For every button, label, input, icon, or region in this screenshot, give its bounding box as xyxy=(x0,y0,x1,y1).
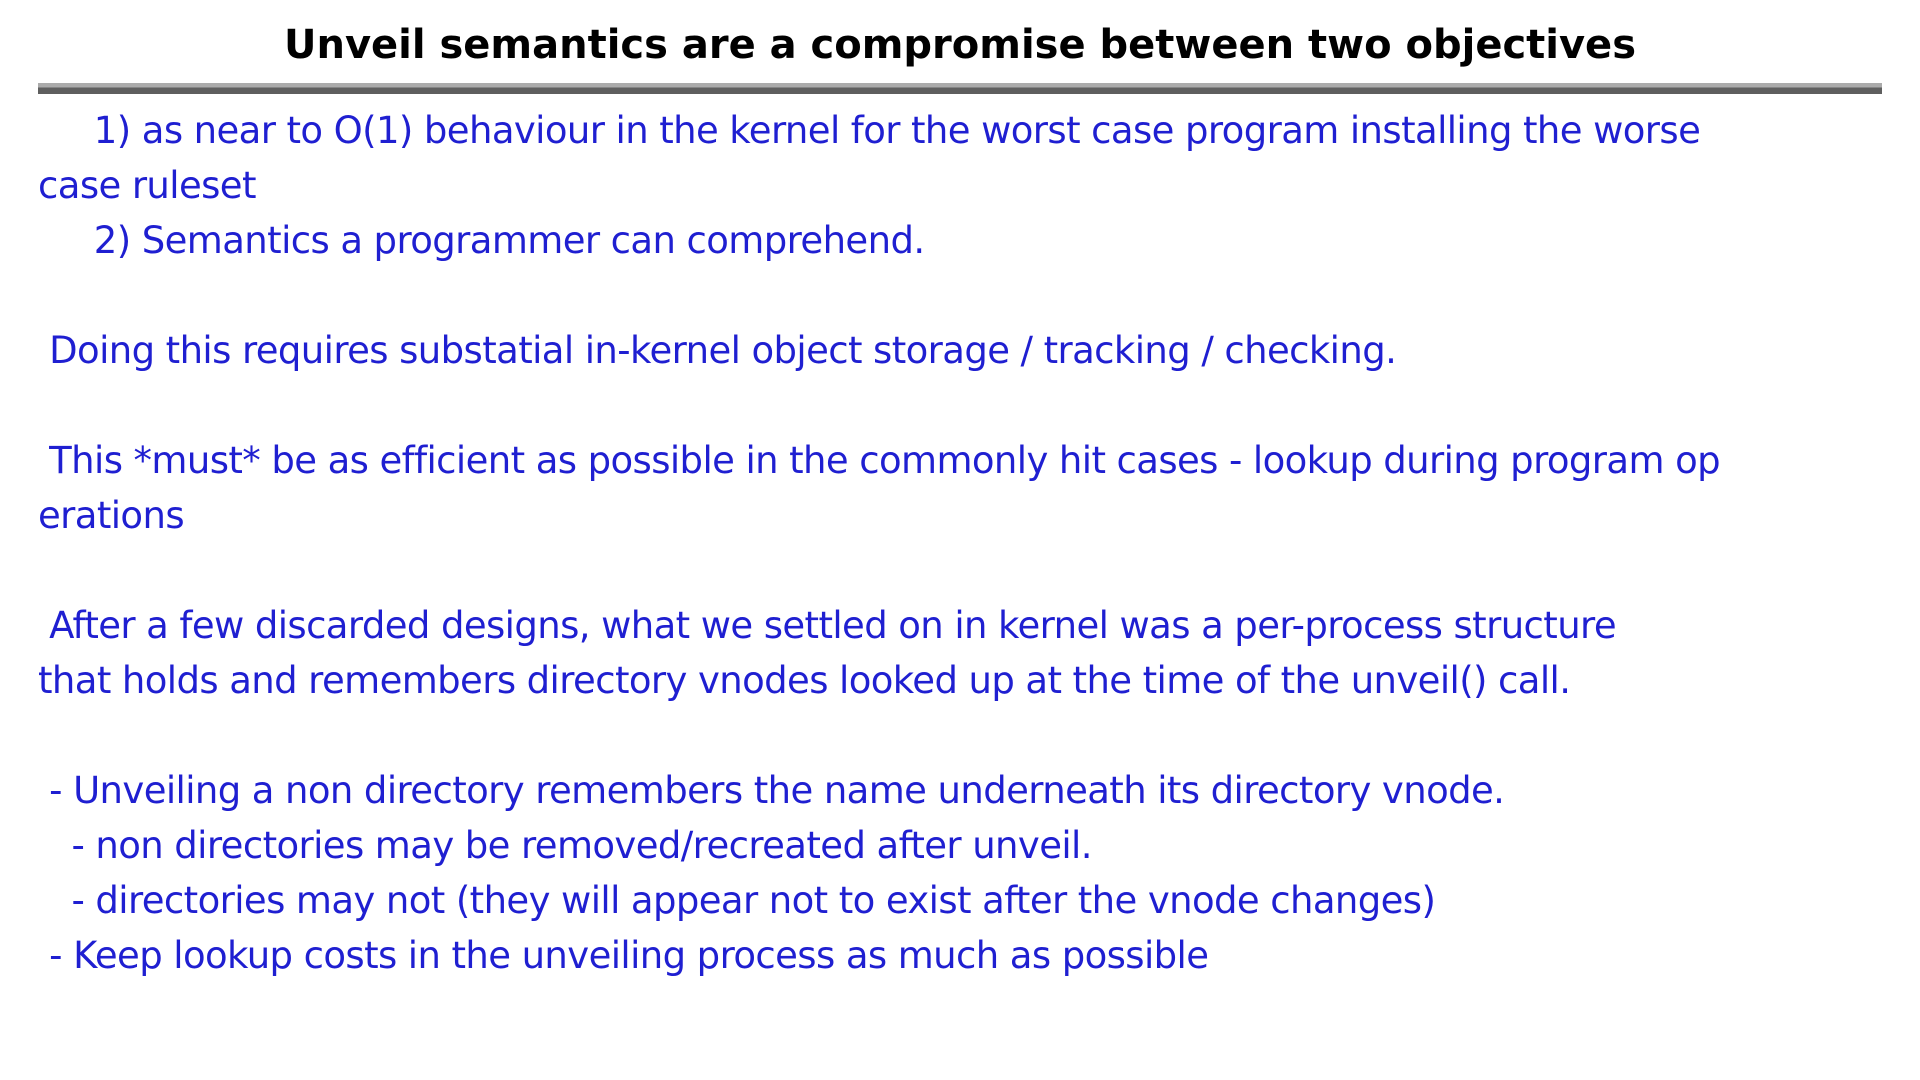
body-line xyxy=(38,378,1914,433)
body-line xyxy=(38,708,1914,763)
body-line: - Unveiling a non directory remembers th… xyxy=(38,769,1505,812)
body-line: - Keep lookup costs in the unveiling pro… xyxy=(38,934,1209,977)
slide-header: Unveil semantics are a compromise betwee… xyxy=(0,0,1920,70)
body-line: Doing this requires substatial in-kernel… xyxy=(38,329,1397,372)
body-line: that holds and remembers directory vnode… xyxy=(38,659,1571,702)
body-line: - non directories may be removed/recreat… xyxy=(38,824,1092,867)
body-line: This *must* be as efficient as possible … xyxy=(38,439,1721,482)
body-line: After a few discarded designs, what we s… xyxy=(38,604,1617,647)
body-line: 1) as near to O(1) behaviour in the kern… xyxy=(38,109,1701,152)
body-line xyxy=(38,268,1914,323)
body-line: erations xyxy=(38,494,185,537)
slide-body: 1) as near to O(1) behaviour in the kern… xyxy=(0,94,1920,983)
body-line: - directories may not (they will appear … xyxy=(38,879,1436,922)
body-line: case ruleset xyxy=(38,164,256,207)
body-line xyxy=(38,543,1914,598)
title-divider-rule xyxy=(38,83,1882,94)
slide-title: Unveil semantics are a compromise betwee… xyxy=(283,22,1636,68)
body-line: 2) Semantics a programmer can comprehend… xyxy=(38,219,925,262)
